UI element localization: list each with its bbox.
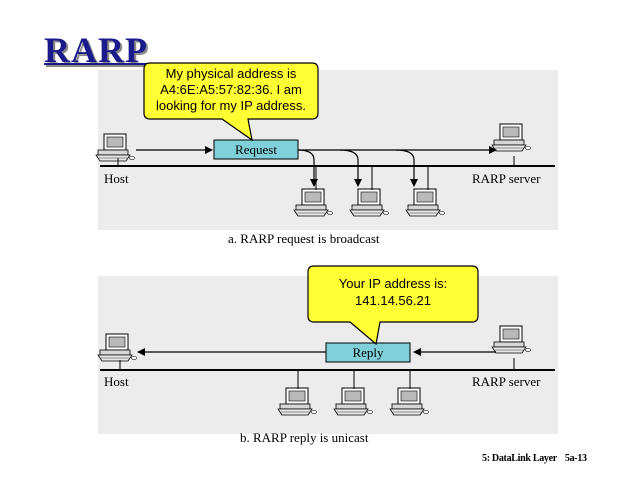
footer-chapter: 5: DataLink Layer [482,453,557,464]
panel-b-callout-bubble [307,265,479,346]
panel-b-reply-label: Reply [352,345,384,360]
panel-a-broadcast-arrow-2 [339,149,362,187]
panel-b-server-label: RARP server [472,374,541,389]
panel-b-caption: b. RARP reply is unicast [240,430,369,445]
footer-page-number: 5a-13 [564,453,587,464]
panel-b-host-label: Host [104,374,129,389]
panel-b-reply-box [325,342,411,363]
slide-footer: 5: DataLink Layer 5a-13 [482,453,587,464]
panel-a-broadcast-arrow-1 [297,149,318,187]
panel-a-caption: a. RARP request is broadcast [228,231,380,246]
panel-a-host-label: Host [104,171,129,186]
slide-title: RARP [44,30,148,70]
panel-b-callout-line-2: 141.14.56.21 [355,293,431,308]
panel-a-callout-bubble [143,62,319,142]
panel-request-broadcast: Request My physical address is A4:6E:A5:… [95,62,558,246]
panel-b-callout-line-1: Your IP address is: [339,276,447,291]
panel-a-callout-line-2: A4:6E:A5:57:82:36. I am [160,82,302,97]
panel-a-callout-line-3: looking for my IP address. [156,98,306,113]
panel-a-request-box [213,139,299,160]
panel-reply-unicast: Reply Your IP address is: 141.14.56.21 H… [97,265,558,445]
panel-a-request-label: Request [235,142,277,157]
panel-a-callout-line-1: My physical address is [166,66,297,81]
panel-a-broadcast-arrow-3 [395,149,418,187]
panel-a-server-label: RARP server [472,171,541,186]
